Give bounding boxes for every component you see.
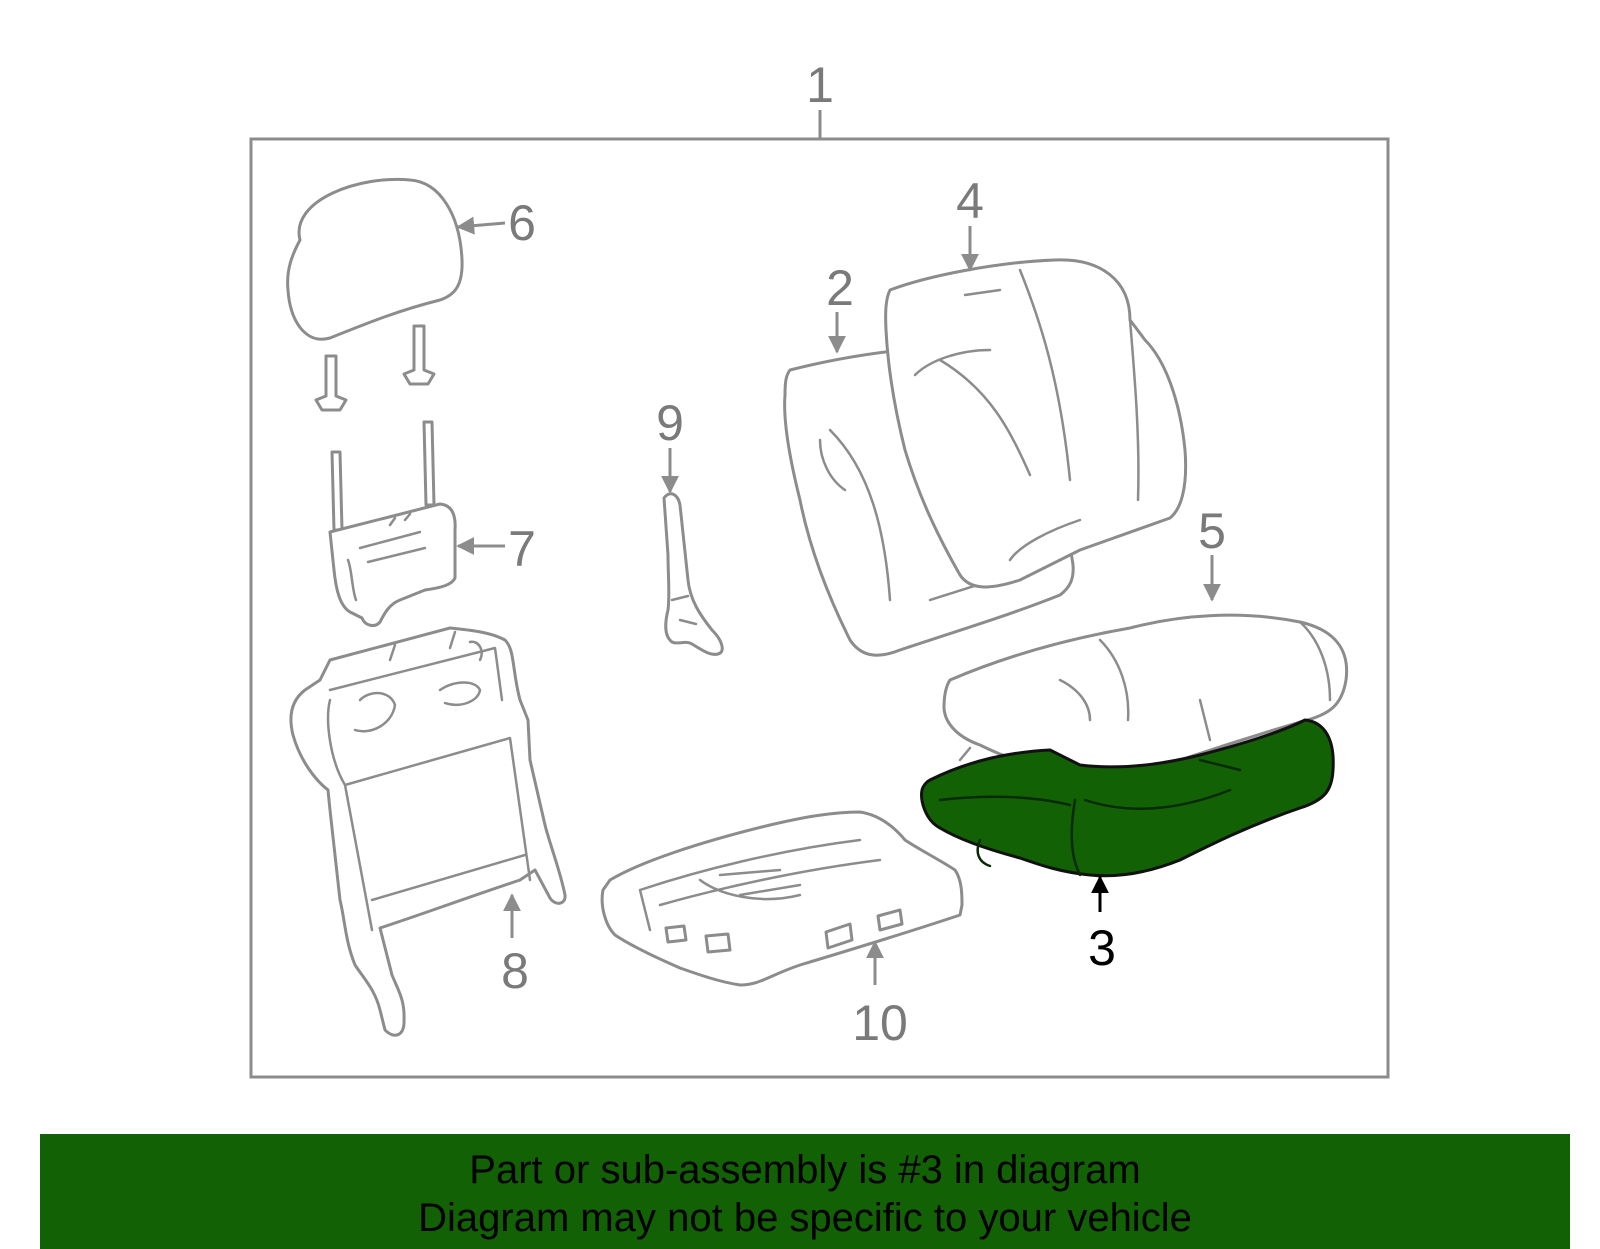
callout-10: 10 [852, 995, 908, 1051]
callout-7: 7 [508, 521, 536, 577]
callout-9: 9 [656, 395, 684, 451]
banner-line-disclaimer: Diagram may not be specific to your vehi… [418, 1196, 1192, 1240]
part-7-headrest-guide[interactable] [328, 420, 457, 627]
assembly-frame [249, 110, 1390, 1079]
callout-4: 4 [956, 173, 984, 229]
callout-5: 5 [1198, 503, 1226, 559]
callout-3: 3 [1088, 920, 1116, 976]
part-6-headrest[interactable] [286, 177, 464, 412]
banner-line-part: Part or sub-assembly is #3 in diagram [469, 1148, 1141, 1192]
arrow-6 [456, 216, 506, 235]
part-5-cushion-cover[interactable] [942, 613, 1349, 777]
callout-labels: 1 2 3 4 5 6 7 8 9 10 [501, 57, 1226, 1051]
callout-8: 8 [501, 943, 529, 999]
callout-1: 1 [806, 57, 834, 113]
part-4-seatback-pad[interactable] [884, 258, 1188, 589]
callout-2: 2 [826, 260, 854, 316]
part-3-cushion-pad[interactable] [920, 718, 1335, 878]
part-9-bracket[interactable] [662, 492, 724, 656]
info-banner: Part or sub-assembly is #3 in diagram Di… [40, 1134, 1570, 1249]
callout-6: 6 [508, 195, 536, 251]
part-8-seatback-frame[interactable] [289, 626, 567, 1037]
callout-arrows [456, 216, 1221, 985]
part-10-cushion-frame[interactable] [600, 810, 964, 987]
